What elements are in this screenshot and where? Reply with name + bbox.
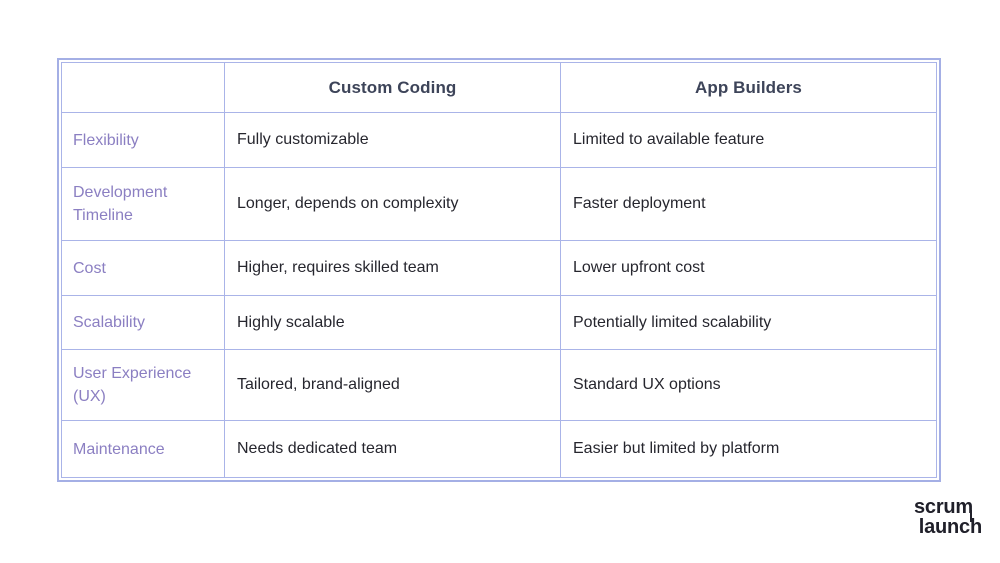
logo-line-launch: launch	[918, 516, 982, 538]
custom-coding-cell: Tailored, brand-aligned	[224, 349, 561, 421]
comparison-table-frame: Custom Coding App Builders Flexibility F…	[57, 58, 941, 482]
header-cell-custom-coding: Custom Coding	[224, 62, 561, 113]
custom-coding-cell: Needs dedicated team	[224, 420, 561, 478]
app-builders-cell: Easier but limited by platform	[560, 420, 937, 478]
app-builders-cell: Lower upfront cost	[560, 240, 937, 296]
custom-coding-cell: Fully customizable	[224, 112, 561, 168]
row-label-cell: Flexibility	[61, 112, 225, 168]
row-label-cell: Development Timeline	[61, 167, 225, 241]
table-row-flexibility: Flexibility Fully customizable Limited t…	[61, 112, 937, 168]
row-label-cell: Cost	[61, 240, 225, 296]
app-builders-cell: Standard UX options	[560, 349, 937, 421]
table-row-user-experience: User Experience (UX) Tailored, brand-ali…	[61, 349, 937, 421]
table-row-development-timeline: Development Timeline Longer, depends on …	[61, 167, 937, 241]
row-label-cell: User Experience (UX)	[61, 349, 225, 421]
logo-line-scrum: scrum	[913, 496, 973, 518]
custom-coding-cell: Highly scalable	[224, 295, 561, 350]
header-cell-app-builders: App Builders	[560, 62, 937, 113]
app-builders-cell: Faster deployment	[560, 167, 937, 241]
app-builders-cell: Limited to available feature	[560, 112, 937, 168]
custom-coding-cell: Longer, depends on complexity	[224, 167, 561, 241]
scrumlaunch-logo: scrum launch	[914, 497, 982, 537]
table-header-row: Custom Coding App Builders	[61, 62, 937, 113]
table-row-cost: Cost Higher, requires skilled team Lower…	[61, 240, 937, 296]
header-cell-empty	[61, 62, 225, 113]
table-row-scalability: Scalability Highly scalable Potentially …	[61, 295, 937, 350]
row-label-cell: Maintenance	[61, 420, 225, 478]
comparison-table: Custom Coding App Builders Flexibility F…	[61, 62, 937, 478]
table-row-maintenance: Maintenance Needs dedicated team Easier …	[61, 420, 937, 478]
custom-coding-cell: Higher, requires skilled team	[224, 240, 561, 296]
app-builders-cell: Potentially limited scalability	[560, 295, 937, 350]
logo-ligature-mark	[969, 510, 972, 522]
row-label-cell: Scalability	[61, 295, 225, 350]
